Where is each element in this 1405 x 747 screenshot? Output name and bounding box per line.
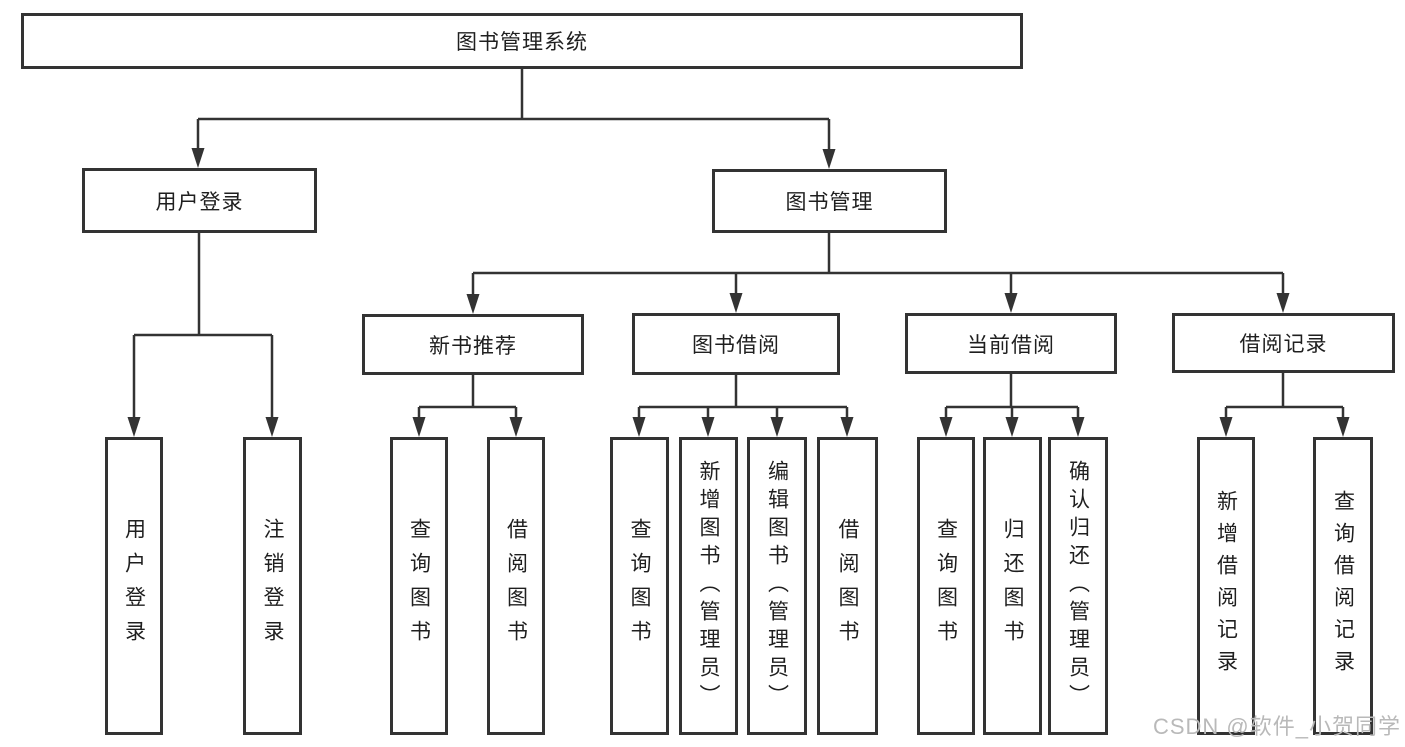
leaf-logout: 注销登录 bbox=[243, 437, 302, 735]
leaf-label: 新增图书（管理员） bbox=[697, 460, 720, 712]
node-new-book-recommend: 新书推荐 bbox=[362, 314, 584, 375]
leaf-label: 归还图书 bbox=[1001, 518, 1024, 654]
leaf-label: 确认归还（管理员） bbox=[1066, 460, 1090, 712]
leaf-label: 注销登录 bbox=[261, 518, 284, 654]
leaf-label: 查询图书 bbox=[407, 518, 431, 654]
node-current-borrow: 当前借阅 bbox=[905, 313, 1117, 374]
leaf-label: 新增借阅记录 bbox=[1214, 490, 1238, 682]
node-label: 当前借阅 bbox=[967, 333, 1055, 357]
leaf-label: 查询图书 bbox=[934, 518, 958, 654]
node-book-management: 图书管理 bbox=[712, 169, 947, 233]
leaf-borrow-book-recommend: 借阅图书 bbox=[487, 437, 545, 735]
node-label: 图书管理系统 bbox=[456, 31, 588, 54]
leaf-label: 借阅图书 bbox=[836, 518, 859, 654]
node-label: 用户登录 bbox=[155, 190, 244, 214]
leaf-add-book-admin: 新增图书（管理员） bbox=[679, 437, 738, 735]
node-label: 新书推荐 bbox=[429, 334, 517, 358]
leaf-query-book-current: 查询图书 bbox=[917, 437, 975, 735]
leaf-add-borrow-record: 新增借阅记录 bbox=[1197, 437, 1255, 735]
leaf-query-book-recommend: 查询图书 bbox=[390, 437, 448, 735]
leaf-confirm-return-admin: 确认归还（管理员） bbox=[1048, 437, 1108, 735]
node-system-root: 图书管理系统 bbox=[21, 13, 1023, 69]
leaf-query-book-borrow: 查询图书 bbox=[610, 437, 669, 735]
node-book-borrow: 图书借阅 bbox=[632, 313, 840, 375]
leaf-borrow-book: 借阅图书 bbox=[817, 437, 878, 735]
leaf-return-book: 归还图书 bbox=[983, 437, 1042, 735]
leaf-user-login: 用户登录 bbox=[105, 437, 163, 735]
csdn-watermark: CSDN @软件_小贺同学 bbox=[1152, 714, 1401, 739]
node-label: 借阅记录 bbox=[1239, 333, 1328, 356]
leaf-query-borrow-record: 查询借阅记录 bbox=[1313, 437, 1373, 735]
leaf-label: 查询借阅记录 bbox=[1331, 490, 1355, 682]
node-user-login: 用户登录 bbox=[82, 168, 317, 233]
node-label: 图书借阅 bbox=[692, 334, 780, 357]
leaf-label: 查询图书 bbox=[628, 518, 651, 654]
leaf-label: 借阅图书 bbox=[504, 518, 528, 654]
node-borrow-record: 借阅记录 bbox=[1172, 313, 1395, 373]
leaf-label: 用户登录 bbox=[122, 518, 146, 654]
leaf-edit-book-admin: 编辑图书（管理员） bbox=[747, 437, 807, 735]
leaf-label: 编辑图书（管理员） bbox=[765, 460, 789, 712]
node-label: 图书管理 bbox=[785, 191, 874, 214]
